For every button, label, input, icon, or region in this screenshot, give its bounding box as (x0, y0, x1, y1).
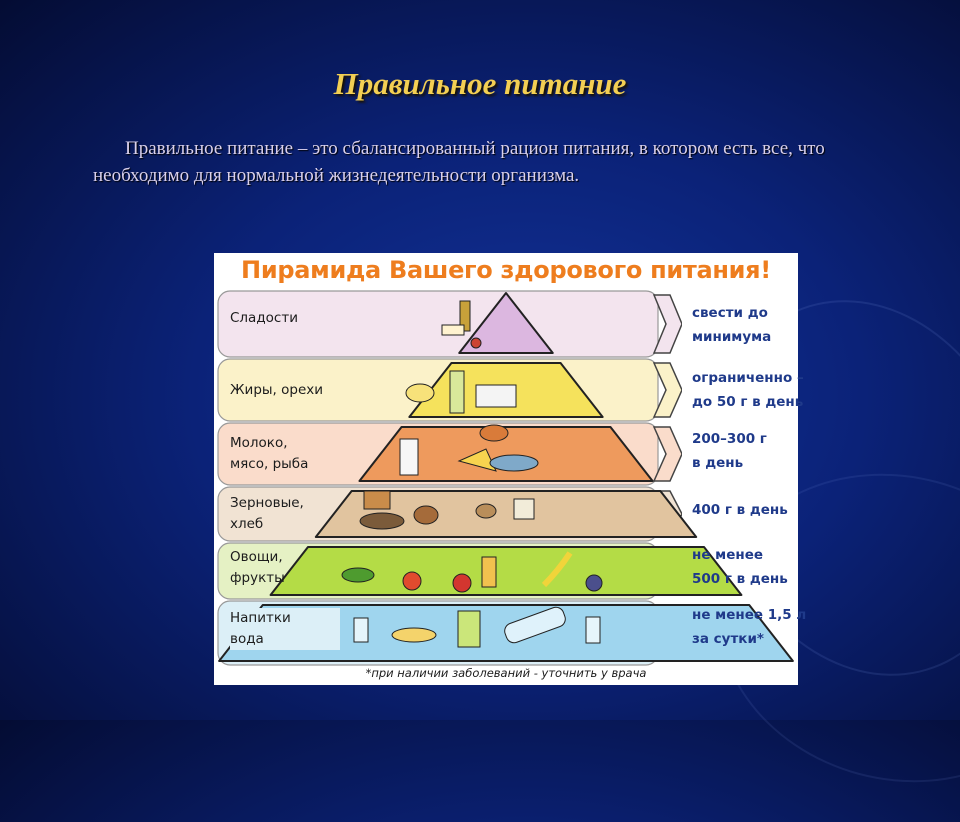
band-sweets (217, 290, 659, 358)
pyramid-tier-sweets (458, 292, 554, 354)
candy-icon (470, 337, 482, 349)
fish-icon (489, 454, 539, 472)
butter-icon (475, 384, 517, 408)
bread-icon (363, 490, 391, 510)
milk-carton-icon (399, 438, 419, 476)
chevron-arrow-sweets (652, 294, 683, 354)
row-label-fats: Жиры, орехи (230, 382, 324, 398)
potato-icon (475, 503, 497, 519)
soup-bowl-icon (391, 627, 437, 643)
banana-icon (541, 551, 573, 588)
food-pyramid-image: Пирамида Вашего здорового питания! (214, 253, 806, 685)
juice-glass-icon (481, 556, 497, 588)
bread-loaf-icon (359, 512, 405, 530)
water-glass-icon (353, 617, 369, 643)
row-amount-grains: 400 г в день (692, 502, 788, 518)
pyramid-tier-dairy-meat (358, 426, 654, 482)
flour-icon (513, 498, 535, 520)
pyramid-tier-grains (314, 490, 698, 538)
row-label-grains: Зерновые,хлеб (230, 495, 304, 532)
oil-bottle-icon (449, 370, 465, 414)
apple-icon (452, 573, 472, 593)
slide-title: Правильное питание (333, 66, 627, 101)
juice-jug-icon (457, 610, 481, 648)
cucumber-icon (341, 567, 375, 583)
amount-panel-dairy-meat (682, 423, 794, 485)
pyramid-title: Пирамида Вашего здорового питания! (241, 256, 771, 284)
water-bottle-icon (504, 606, 566, 644)
row-label-dairy-meat: Молоко,мясо, рыба (230, 435, 309, 472)
row-label-vegetables: Овощи,фрукты (230, 549, 285, 586)
bottle-icon (459, 300, 471, 332)
cake-icon (441, 324, 465, 336)
glass-icon (585, 616, 601, 644)
meat-icon (479, 424, 509, 442)
chevron-arrow-fats (652, 362, 683, 418)
slide-intro-text: Правильное питание – это сбалансированны… (93, 138, 825, 186)
nut-bowl-icon (405, 383, 435, 403)
amount-panel-sweets (682, 291, 794, 357)
pyramid-footnote: *при наличии заболеваний - уточнить у вр… (365, 666, 647, 680)
amount-panel-grains (682, 487, 794, 541)
plum-icon (585, 574, 603, 592)
row-amount-fats: ограниченно –до 50 г в день (692, 370, 804, 410)
amount-panel-fats (682, 359, 794, 421)
row-label-sweets: Сладости (230, 310, 298, 326)
cereal-bowl-icon (413, 505, 439, 525)
chevron-arrow-dairy-meat (652, 426, 683, 482)
pyramid-tier-vegetables (269, 546, 743, 596)
tomato-icon (402, 571, 422, 591)
